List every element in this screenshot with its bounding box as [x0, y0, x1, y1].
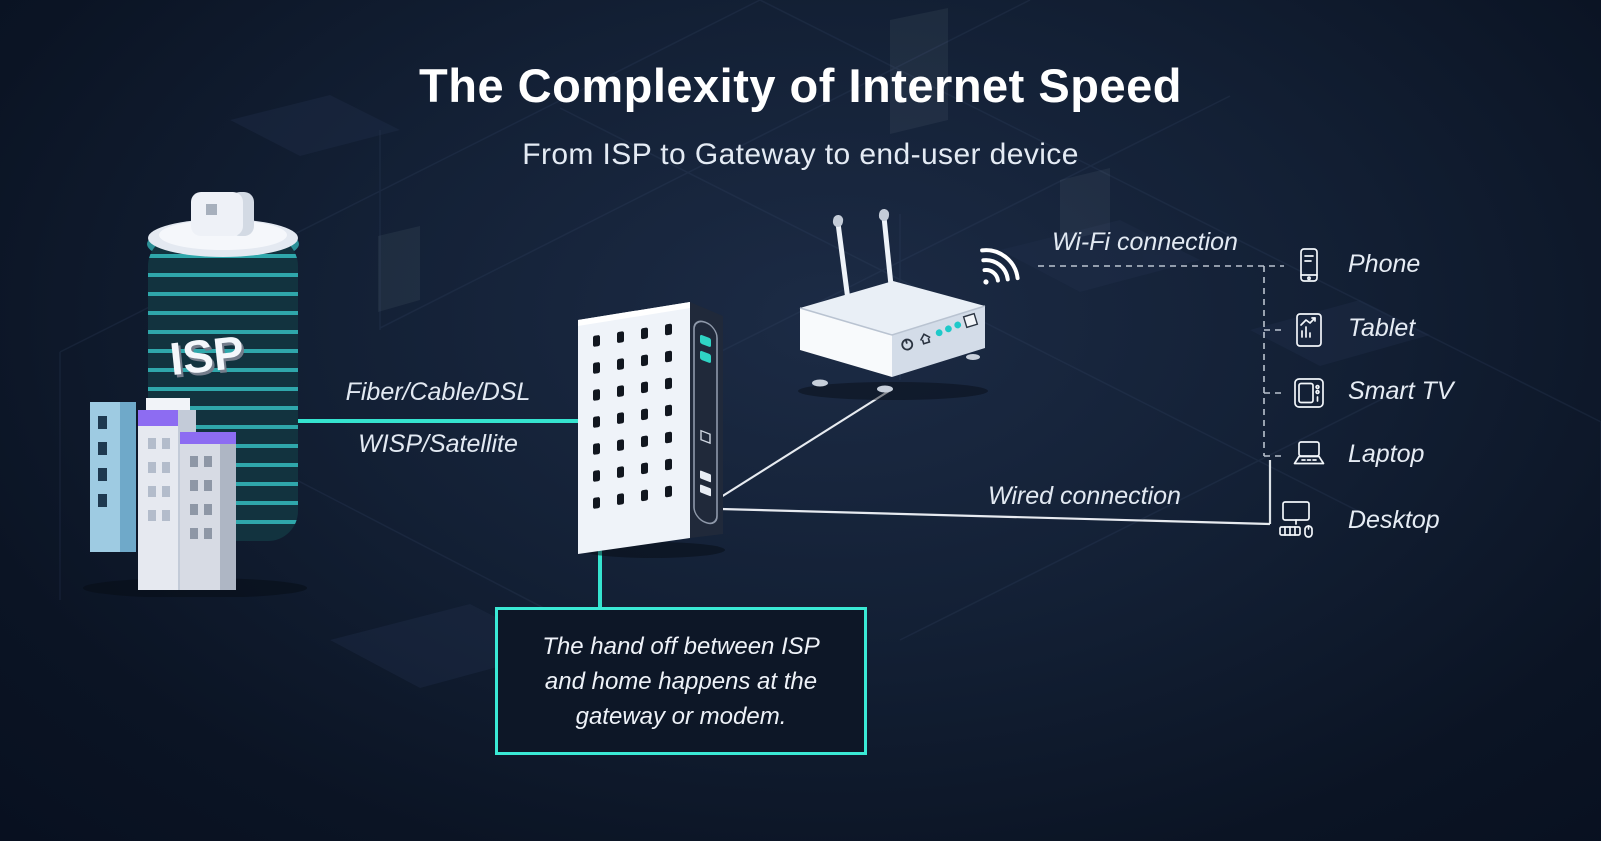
wisp-satellite-label: WISP/Satellite [358, 430, 518, 458]
isp-label: ISP [167, 326, 246, 385]
device-label-smart-tv: Smart TV [1348, 377, 1454, 405]
device-label-tablet: Tablet [1348, 314, 1416, 342]
wired-connection-line [720, 507, 1271, 526]
tablet-icon [1286, 307, 1332, 353]
link-label-fiber: Fiber/Cable/DSL [298, 378, 578, 407]
modem-to-router-line [720, 390, 890, 498]
svg-text:ISP: ISP [170, 328, 249, 387]
wifi-signal-icon [980, 248, 1020, 285]
callout-line-3: gateway or modem. [575, 702, 787, 730]
router-illustration [798, 209, 988, 400]
wifi-dashed-lines [1038, 265, 1284, 457]
page-subtitle: From ISP to Gateway to end-user device [522, 138, 1079, 171]
smart-tv-icon [1286, 370, 1332, 416]
phone-icon [1286, 243, 1332, 289]
page-title: The Complexity of Internet Speed [419, 59, 1182, 112]
callout-line-2: and home happens at the [544, 667, 818, 695]
modem-illustration [578, 302, 725, 558]
device-label-laptop: Laptop [1348, 440, 1425, 468]
wired-connection-label: Wired connection [988, 482, 1181, 510]
laptop-icon [1286, 433, 1332, 479]
gateway-callout: The hand off between ISP and home happen… [495, 607, 867, 755]
device-label-desktop: Desktop [1348, 506, 1440, 534]
desktop-icon [1270, 496, 1324, 548]
wifi-connection-label: Wi-Fi connection [1052, 228, 1238, 256]
fiber-cable-dsl-label: Fiber/Cable/DSL [345, 378, 531, 406]
isp-building-illustration: ISP ISP [83, 192, 307, 597]
device-label-phone: Phone [1348, 250, 1421, 278]
link-label-wisp: WISP/Satellite [298, 430, 578, 459]
callout-line-1: The hand off between ISP [542, 632, 820, 660]
small-buildings [90, 398, 236, 590]
